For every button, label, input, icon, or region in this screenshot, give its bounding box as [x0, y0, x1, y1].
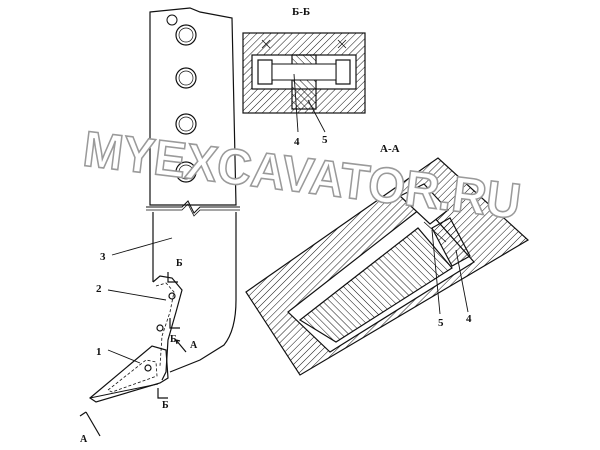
mount-hole-3 — [175, 113, 197, 135]
label-part-2: 2 — [96, 283, 102, 295]
leader-lines — [107, 237, 173, 364]
leader-bb-5 — [307, 99, 326, 133]
ripper-shank — [146, 7, 240, 373]
leader-bb-4 — [293, 73, 299, 133]
leader-aa-5 — [431, 229, 441, 315]
cut-a-left-mark — [85, 411, 101, 437]
section-bb-title: Б-Б — [292, 6, 310, 18]
shin-bolt-1 — [168, 292, 176, 300]
leader-3 — [111, 237, 173, 256]
cut-b-mid-mark — [169, 318, 180, 329]
shin-guard — [152, 275, 183, 381]
label-cut-a-right: А — [190, 340, 198, 351]
section-aa-pin — [398, 183, 449, 225]
label-part-1: 1 — [96, 346, 102, 358]
label-bb-part-4: 4 — [294, 136, 300, 148]
label-cut-a-left: А — [80, 434, 88, 445]
shin-bolt-2 — [156, 324, 164, 332]
leader-1 — [107, 349, 141, 364]
mount-hole-2 — [175, 67, 197, 89]
label-cut-b-mid: Б — [170, 334, 177, 345]
shank-upper-outline — [149, 7, 237, 206]
section-aa — [245, 157, 530, 376]
shank-break-line — [146, 200, 240, 214]
section-bb — [242, 32, 366, 133]
watermark-text: MYEXCAVATOR.RU — [80, 121, 524, 230]
leader-aa-4 — [455, 249, 469, 313]
label-aa-part-5: 5 — [438, 317, 444, 329]
ripper-tip — [89, 345, 169, 403]
label-part-3: 3 — [100, 251, 106, 263]
cut-a-right-mark — [175, 339, 187, 353]
label-aa-part-4: 4 — [466, 313, 472, 325]
section-aa-title: А-А — [380, 143, 400, 155]
section-bb-pin-right — [335, 59, 351, 85]
cut-b-lower-mark — [157, 388, 168, 399]
label-cut-b-lower: Б — [162, 400, 169, 411]
mount-hole-1 — [175, 24, 197, 46]
section-aa-retainer — [431, 217, 471, 267]
label-bb-part-5: 5 — [322, 134, 328, 146]
top-hole — [166, 14, 178, 26]
tip-pin — [144, 364, 152, 372]
cutting-plane-marks — [79, 272, 187, 437]
label-cut-b-upper: Б — [176, 258, 183, 269]
cut-b-upper-mark — [167, 272, 178, 283]
shank-lower-outline — [152, 212, 237, 373]
section-bb-pin-left — [257, 59, 273, 85]
labels: Б-Б А-А 3 2 1 4 5 5 4 Б Б Б А А — [80, 6, 472, 445]
leader-2 — [107, 289, 167, 301]
mount-hole-4 — [175, 161, 197, 183]
